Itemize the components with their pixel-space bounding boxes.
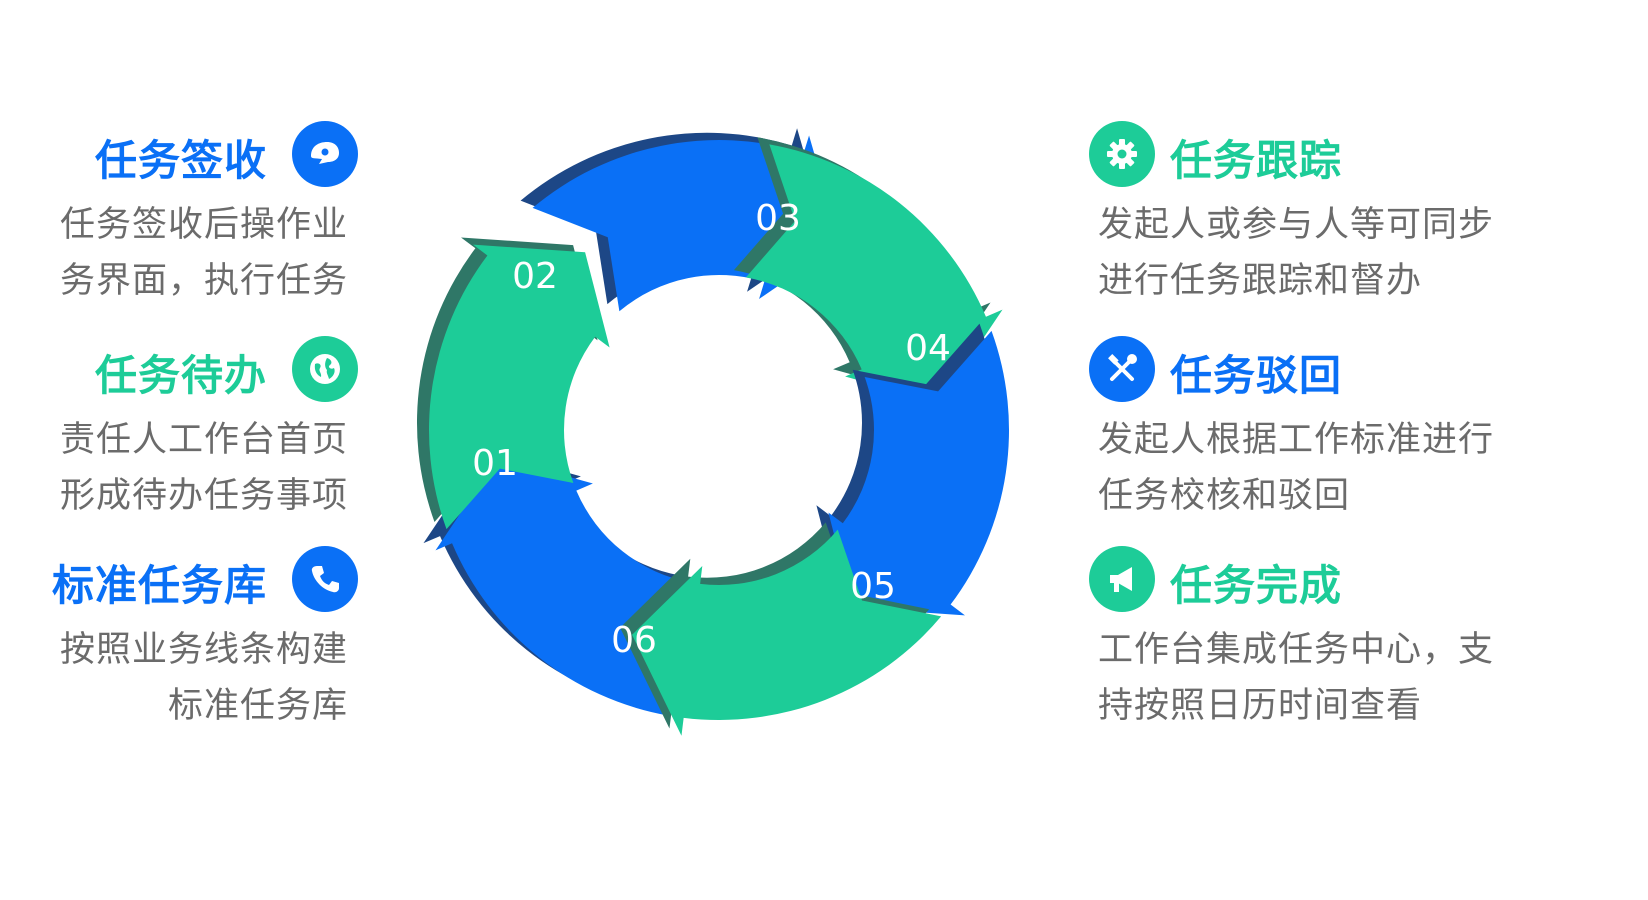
cycle-segment-label-04: 04 bbox=[905, 328, 951, 369]
left-item-3-desc-line-1: 按照业务线条构建 bbox=[59, 630, 348, 670]
right-item-2-desc-line-2: 任务校核和驳回 bbox=[1098, 476, 1351, 516]
tools-icon bbox=[1089, 336, 1155, 402]
right-item-3-desc-line-2: 持按照日历时间查看 bbox=[1098, 686, 1423, 726]
left-item-3: 标准任务库 按照业务线条构建 标准任务库 bbox=[0, 560, 370, 734]
right-item-2: 任务驳回 发起人根据工作标准进行 任务校核和驳回 bbox=[1098, 350, 1620, 524]
left-item-2-desc-line-1: 责任人工作台首页 bbox=[59, 420, 348, 460]
left-item-1-desc-line-2: 务界面，执行任务 bbox=[59, 261, 348, 301]
gear-icon bbox=[1089, 121, 1155, 187]
chat-bubble-icon bbox=[292, 121, 358, 187]
left-item-3-desc-line-2: 标准任务库 bbox=[167, 686, 348, 726]
left-item-1-desc-line-1: 任务签收后操作业 bbox=[59, 205, 348, 245]
cycle-segment-label-03: 03 bbox=[755, 198, 801, 239]
right-item-1: 任务跟踪 发起人或参与人等可同步 进行任务跟踪和督办 bbox=[1098, 135, 1620, 309]
cycle-segment-01 bbox=[435, 457, 693, 716]
left-item-1-title: 任务签收 bbox=[94, 136, 267, 185]
left-item-3-title: 标准任务库 bbox=[51, 561, 267, 610]
left-item-2: 任务待办 责任人工作台首页 形成待办任务事项 bbox=[0, 350, 370, 524]
right-item-1-desc-line-1: 发起人或参与人等可同步 bbox=[1098, 205, 1495, 245]
cycle-segment-06 bbox=[632, 529, 942, 736]
cycle-segment-label-02: 02 bbox=[512, 256, 558, 297]
right-item-3-desc-line-1: 工作台集成任务中心，支 bbox=[1098, 630, 1495, 670]
left-item-1: 任务签收 任务签收后操作业 务界面，执行任务 bbox=[0, 135, 370, 309]
megaphone-icon bbox=[1089, 546, 1155, 612]
left-item-3-desc: 按照业务线条构建 标准任务库 bbox=[0, 622, 348, 734]
cycle-segment-label-01: 01 bbox=[472, 443, 518, 484]
right-item-3: 任务完成 工作台集成任务中心，支 持按照日历时间查看 bbox=[1098, 560, 1620, 734]
right-item-2-title: 任务驳回 bbox=[1170, 351, 1343, 400]
left-item-1-desc: 任务签收后操作业 务界面，执行任务 bbox=[0, 197, 348, 309]
right-item-1-desc: 发起人或参与人等可同步 进行任务跟踪和督办 bbox=[1098, 197, 1620, 309]
cycle-segment-label-05: 05 bbox=[850, 566, 896, 607]
left-item-2-desc: 责任人工作台首页 形成待办任务事项 bbox=[0, 412, 348, 524]
left-item-2-desc-line-2: 形成待办任务事项 bbox=[59, 476, 348, 516]
cycle-segment-02 bbox=[429, 244, 610, 530]
right-item-2-desc: 发起人根据工作标准进行 任务校核和驳回 bbox=[1098, 412, 1620, 524]
right-item-3-title: 任务完成 bbox=[1170, 561, 1343, 610]
cycle-segment-04 bbox=[745, 144, 1003, 403]
right-item-1-title: 任务跟踪 bbox=[1170, 136, 1343, 185]
left-item-2-title: 任务待办 bbox=[94, 351, 267, 400]
right-item-1-desc-line-2: 进行任务跟踪和督办 bbox=[1098, 261, 1423, 301]
cycle-segment-05 bbox=[828, 330, 1009, 616]
right-item-3-desc: 工作台集成任务中心，支 持按照日历时间查看 bbox=[1098, 622, 1620, 734]
cycle-segment-label-06: 06 bbox=[611, 620, 657, 661]
phone-icon bbox=[292, 546, 358, 612]
globe-icon bbox=[292, 336, 358, 402]
right-item-2-desc-line-1: 发起人根据工作标准进行 bbox=[1098, 420, 1495, 460]
